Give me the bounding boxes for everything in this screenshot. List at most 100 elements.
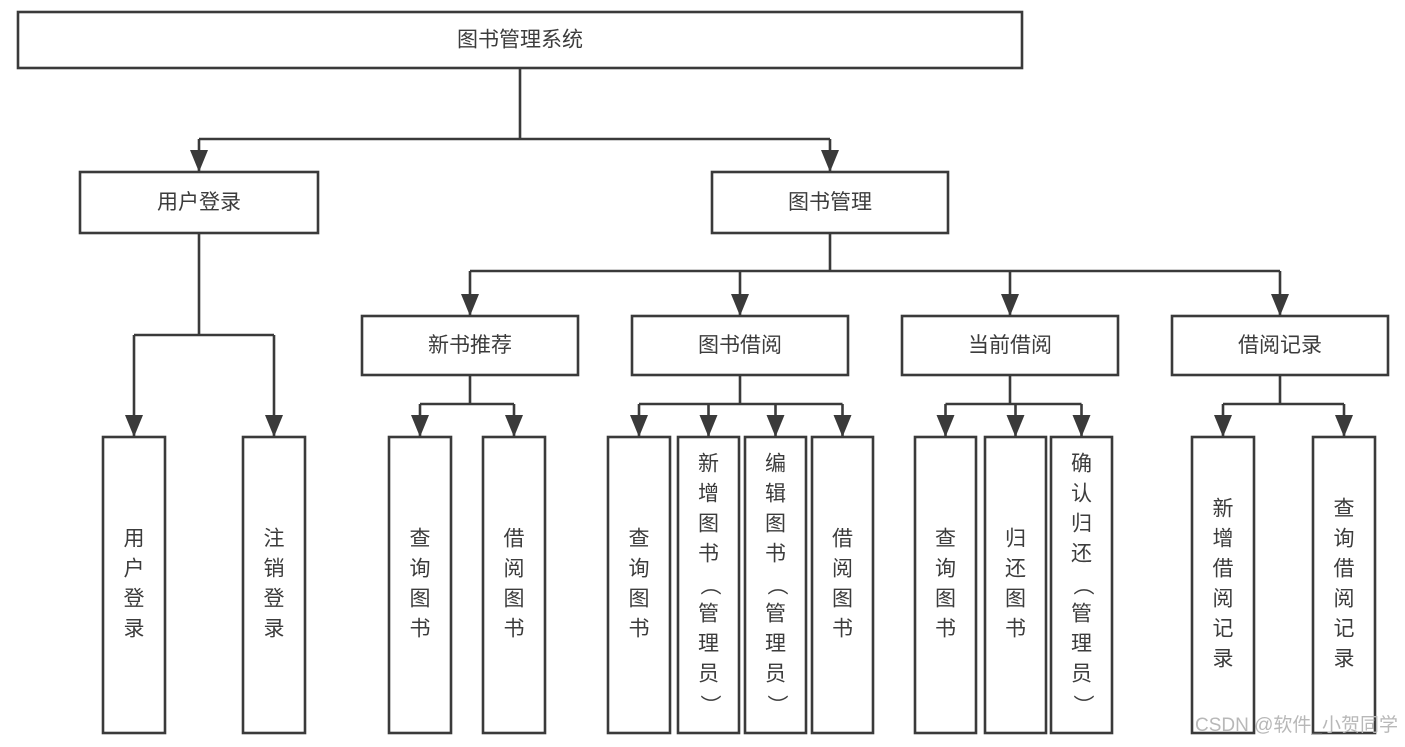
node-label-char: 书 [832,618,853,641]
node-root[interactable]: 图书管理系统 [16,10,1024,70]
node-label-char: 查 [629,528,650,551]
node-label-char: 录 [1213,648,1234,671]
node-label-char: 新 [1213,498,1234,521]
node-label-current-borrow: 当前借阅 [968,334,1052,357]
node-box-user-login-do [101,435,167,735]
arrow-down-icon [766,415,785,437]
node-user-login[interactable]: 用户登录 [78,170,320,235]
node-label-char: 还 [1071,543,1092,566]
node-box-cb-confirm-return [1049,435,1114,735]
arrow-down-icon [731,294,749,316]
node-label-char: 理 [698,633,719,656]
arrow-down-icon [630,415,648,437]
node-box-bb-edit-book [743,435,808,735]
node-label-char: 询 [410,558,431,581]
node-label-char: 归 [1071,513,1092,536]
node-label-char: 员 [1071,663,1092,686]
node-label-char: 询 [629,558,650,581]
node-label-char: 书 [698,543,719,566]
node-user-login-do[interactable]: 用户登录 [101,435,167,735]
node-box-current-borrow [900,314,1120,377]
csdn-watermark: CSDN @软件_小贺同学 [1195,714,1398,736]
node-label-book-borrow: 图书借阅 [698,334,782,357]
node-label-char: 书 [410,618,431,641]
node-label-borrow-record: 借阅记录 [1238,334,1322,357]
node-label-char: 理 [1071,633,1092,656]
node-box-book-borrow [630,314,850,377]
node-label-char: 图 [1005,588,1026,611]
node-borrow-record[interactable]: 借阅记录 [1170,314,1390,377]
node-label-char: 增 [1213,528,1234,551]
arrow-down-icon [699,415,718,437]
node-box-borrow-record [1170,314,1390,377]
arrow-down-icon [505,415,523,437]
node-label-char: 询 [935,558,956,581]
node-label-char: 查 [410,528,431,551]
node-label-char: 图 [935,588,956,611]
node-label-char: 编 [765,453,786,476]
node-label-char: 图 [504,588,525,611]
node-label-char: 还 [1005,558,1026,581]
node-current-borrow[interactable]: 当前借阅 [900,314,1120,377]
node-box-book-manage [710,170,950,235]
node-box-root [16,10,1024,70]
node-box-br-query-record [1311,435,1377,735]
node-label-char: 书 [935,618,956,641]
node-book-borrow[interactable]: 图书借阅 [630,314,850,377]
node-box-user-login [78,170,320,235]
arrow-down-icon [1001,294,1019,316]
node-label-char: 管 [1071,603,1092,626]
arrow-down-icon [936,415,955,437]
node-label-user-login: 用户登录 [157,191,241,214]
node-label-char: 户 [124,558,145,581]
node-label-char: 图 [410,588,431,611]
node-layer: 图书管理系统用户登录用户登录注销登录图书管理新书推荐查询图书借阅图书图书借阅查询… [16,10,1390,735]
node-label-char: 登 [124,588,145,611]
node-label-char: 阅 [504,558,525,581]
node-label-char: 阅 [832,558,853,581]
node-label-char: 记 [1334,618,1355,641]
node-new-book-recommend[interactable]: 新书推荐 [360,314,580,377]
node-label-char: 辑 [765,483,786,506]
node-label-char: 图 [832,588,853,611]
node-label-char: 录 [264,618,285,641]
node-label-char: 管 [698,603,719,626]
node-book-manage[interactable]: 图书管理 [710,170,950,235]
node-box-nbr-query-book [387,435,453,735]
node-label-char: 阅 [1213,588,1234,611]
node-label-char: 确 [1071,453,1092,476]
node-box-bb-query-book [606,435,672,735]
node-label-char: 书 [504,618,525,641]
node-label-char: 登 [264,588,285,611]
node-label-book-manage: 图书管理 [788,191,872,214]
node-label-root: 图书管理系统 [457,29,583,52]
node-label-char: 归 [1005,528,1026,551]
node-label-char: 图 [698,513,719,536]
node-label-char: （ [765,575,788,596]
node-label-char: 理 [765,633,786,656]
node-label-char: ） [1071,695,1094,716]
node-label-char: 用 [124,528,145,551]
node-label-char: 借 [1213,558,1234,581]
node-label-char: 录 [1334,648,1355,671]
arrow-down-icon [265,415,283,437]
node-label-char: 员 [765,663,786,686]
arrow-down-icon [1335,415,1353,437]
node-box-cb-return-book [983,435,1048,735]
node-box-nbr-borrow-book [481,435,547,735]
node-label-char: 图 [629,588,650,611]
node-box-br-add-record [1190,435,1256,735]
node-label-char: 借 [504,528,525,551]
